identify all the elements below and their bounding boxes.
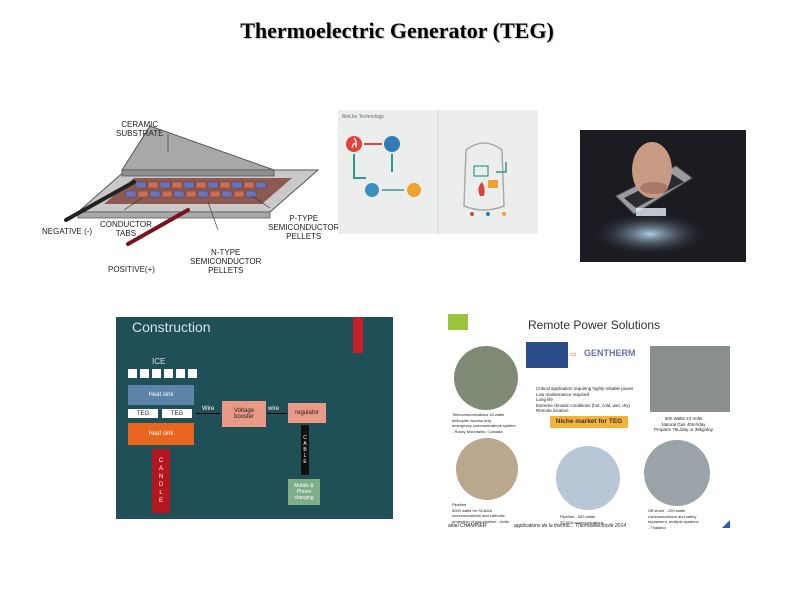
pipeline-photo-1 bbox=[456, 438, 518, 500]
phone-photo-illustration bbox=[580, 130, 746, 262]
regulator-box: regulator bbox=[288, 403, 326, 423]
corner-triangle bbox=[722, 520, 730, 528]
phone-charging-box: Mobile & Phone charging bbox=[288, 479, 320, 505]
teg-module-illustration bbox=[64, 125, 320, 246]
pipeline-caption-1: Pipeline 5000 watts for SCADA communicat… bbox=[452, 502, 509, 524]
offshore-photo bbox=[644, 440, 710, 506]
construction-slide: Construction ICE Heat sink TEG TEG Heat … bbox=[116, 317, 393, 519]
biolite-heading: BioLite Technology bbox=[342, 114, 384, 120]
station-photo bbox=[650, 346, 730, 412]
remote-power-title: Remote Power Solutions bbox=[528, 318, 661, 332]
footer-author: aniel CHAMPIER bbox=[448, 523, 487, 529]
wire-label-1: Wire bbox=[202, 406, 215, 412]
requirements-list: Critical application requiring highly re… bbox=[536, 386, 634, 413]
wire-label-2: wire bbox=[268, 406, 280, 412]
remote-power-slide: Remote Power Solutions ⇨ GENTHERM Critic… bbox=[444, 310, 734, 532]
pipeline-photo-2 bbox=[556, 446, 620, 510]
negative-label: NEGATIVE (-) bbox=[42, 227, 93, 236]
niche-market-banner: Niche market for TEG bbox=[550, 416, 628, 428]
fingertip-teg-photo bbox=[580, 130, 746, 262]
world-map-logo bbox=[526, 342, 568, 368]
power-specs: 500 Watts 24 Volts Natural Gas 40m³/day … bbox=[654, 416, 714, 432]
ceramic-substrate-label: CERAMIC SUBSTRATE bbox=[116, 120, 164, 138]
telecom-photo bbox=[454, 346, 518, 410]
ice-label: ICE bbox=[152, 357, 166, 366]
gentherm-logo: GENTHERM bbox=[584, 348, 636, 358]
footer-conference: applications de la thermo... Thermoélect… bbox=[514, 523, 627, 529]
voltage-booster-box: Voltage booster bbox=[222, 401, 266, 427]
logo-mark bbox=[448, 314, 468, 330]
conductor-tabs-label: CONDUCTOR TABS bbox=[100, 220, 152, 238]
page-title: Thermoelectric Generator (TEG) bbox=[240, 18, 554, 43]
n-type-label: N-TYPE SEMICONDUCTOR PELLETS bbox=[190, 248, 262, 275]
ice-cubes bbox=[128, 369, 197, 378]
offshore-caption: Off shore - 200 watts communications and… bbox=[648, 508, 699, 530]
heat-sink-top: Heat sink bbox=[128, 385, 194, 405]
biolite-diagram bbox=[346, 110, 507, 234]
construction-title: Construction bbox=[132, 319, 211, 335]
cable-line: C A B L E bbox=[301, 425, 309, 475]
teg-cell-1: TEG bbox=[128, 409, 158, 418]
teg-cell-2: TEG bbox=[162, 409, 192, 418]
positive-label: POSITIVE(+) bbox=[108, 265, 155, 274]
biolite-technology-image: BioLite Technology bbox=[338, 110, 538, 234]
red-accent-bar bbox=[353, 317, 363, 353]
heat-sink-bottom: Heat sink bbox=[128, 423, 194, 445]
pipeline-caption-2: Pipeline - 500 watts SCADA communication… bbox=[560, 514, 604, 525]
telecom-caption: Telecommunications 30 watts helicopter a… bbox=[452, 412, 516, 434]
teg-module-diagram: CERAMIC SUBSTRATE NEGATIVE (-) CONDUCTOR… bbox=[38, 112, 338, 284]
candle-block: C A N D L E bbox=[152, 449, 170, 513]
p-type-label: P-TYPE SEMICONDUCTOR PELLETS bbox=[268, 214, 338, 241]
